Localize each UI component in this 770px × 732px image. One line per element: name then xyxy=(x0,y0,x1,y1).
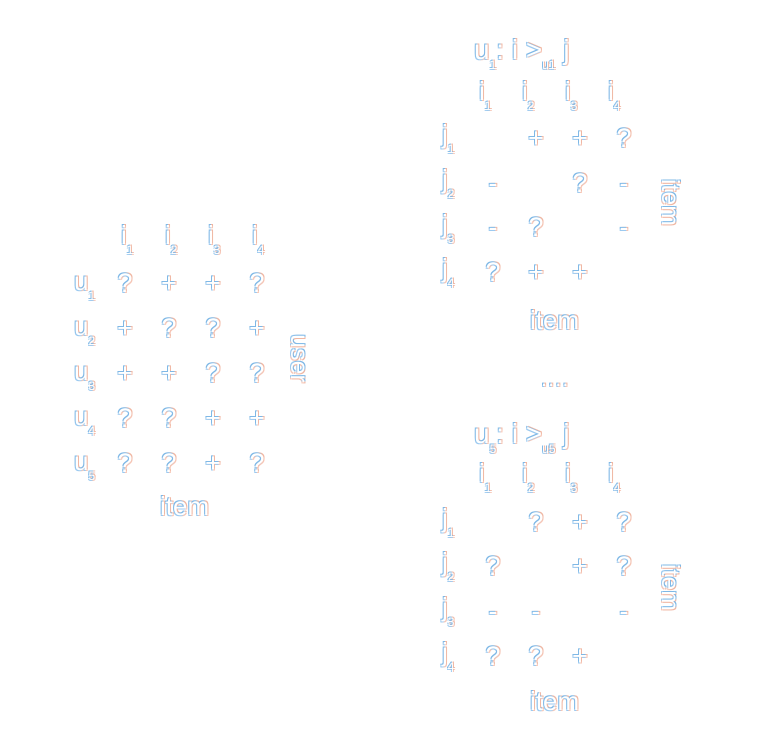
x-axis-label: item xyxy=(530,686,580,716)
matrix-cell: ? xyxy=(161,448,177,478)
col-header-i1: i1 xyxy=(121,220,134,257)
matrix-cell: ? xyxy=(249,448,265,478)
matrix-cell: ? xyxy=(161,403,177,433)
y-axis-label: item xyxy=(656,563,685,612)
y-axis-label: user xyxy=(284,334,313,383)
ellipsis: .... xyxy=(541,366,570,391)
matrix-cell: - xyxy=(488,212,498,242)
row-header-j1: j1 xyxy=(442,503,455,540)
y-axis-label: item xyxy=(656,178,685,227)
row-header-u2: u2 xyxy=(74,311,96,348)
matrix-cell: - xyxy=(488,596,498,626)
row-header-j4: j4 xyxy=(442,637,455,674)
matrix-cell: ? xyxy=(117,448,133,478)
matrix-cell: + xyxy=(117,313,133,343)
matrix-cell: ? xyxy=(485,551,501,581)
col-header-i3: i3 xyxy=(565,458,578,495)
col-header-i2: i2 xyxy=(522,76,535,113)
col-header-i4: i4 xyxy=(608,76,621,113)
matrix-cell: + xyxy=(249,313,265,343)
matrix-cell: + xyxy=(572,123,588,153)
col-header-i2: i2 xyxy=(522,458,535,495)
matrix-cell: ? xyxy=(528,641,544,671)
matrix-cell: + xyxy=(572,641,588,671)
matrix-title: u1: i >u1 j xyxy=(474,34,570,72)
matrix-cell: ? xyxy=(161,313,177,343)
row-header-j1: j1 xyxy=(442,119,455,156)
matrix-cell: - xyxy=(488,168,498,198)
matrix-cell: + xyxy=(572,507,588,537)
matrix-cell: + xyxy=(528,123,544,153)
col-header-i3: i3 xyxy=(565,76,578,113)
row-header-j3: j3 xyxy=(442,209,455,246)
matrix-cell: ? xyxy=(485,257,501,287)
matrix-cell: + xyxy=(572,257,588,287)
col-header-i1: i1 xyxy=(479,76,492,113)
matrix-cell: - xyxy=(531,596,541,626)
row-header-u4: u4 xyxy=(74,401,96,438)
matrix-cell: + xyxy=(205,448,221,478)
matrix-cell: ? xyxy=(572,168,588,198)
matrix-cell: + xyxy=(572,551,588,581)
matrix-cell: ? xyxy=(616,507,632,537)
row-header-u5: u5 xyxy=(74,446,96,483)
row-header-u3: u3 xyxy=(74,356,96,393)
matrix-cell: + xyxy=(205,403,221,433)
matrix-cell: + xyxy=(117,358,133,388)
matrix-cell: - xyxy=(619,596,629,626)
matrix-cell: ? xyxy=(616,123,632,153)
matrix-cell: ? xyxy=(485,641,501,671)
x-axis-label: item xyxy=(160,491,210,521)
row-header-j2: j2 xyxy=(442,547,455,584)
matrix-cell: ? xyxy=(249,358,265,388)
row-header-j3: j3 xyxy=(442,592,455,629)
matrix-cell: ? xyxy=(616,551,632,581)
matrix-cell: ? xyxy=(205,313,221,343)
row-header-j4: j4 xyxy=(442,253,455,290)
matrix-cell: ? xyxy=(249,268,265,298)
row-header-j2: j2 xyxy=(442,164,455,201)
matrix-cell: ? xyxy=(205,358,221,388)
matrix-cell: - xyxy=(619,212,629,242)
matrix-cell: ? xyxy=(117,268,133,298)
matrix-cell: - xyxy=(619,168,629,198)
col-header-i2: i2 xyxy=(165,220,178,257)
matrix-cell: + xyxy=(528,257,544,287)
matrix-cell: ? xyxy=(528,507,544,537)
matrix-cell: + xyxy=(161,268,177,298)
col-header-i4: i4 xyxy=(252,220,265,257)
row-header-u1: u1 xyxy=(74,266,96,303)
x-axis-label: item xyxy=(530,305,580,335)
matrix-cell: + xyxy=(205,268,221,298)
col-header-i3: i3 xyxy=(208,220,221,257)
matrix-title: u5: i >u5 j xyxy=(474,418,570,456)
col-header-i4: i4 xyxy=(608,458,621,495)
matrix-cell: ? xyxy=(117,403,133,433)
matrix-cell: ? xyxy=(528,212,544,242)
matrix-cell: + xyxy=(249,403,265,433)
matrix-cell: + xyxy=(161,358,177,388)
col-header-i1: i1 xyxy=(479,458,492,495)
